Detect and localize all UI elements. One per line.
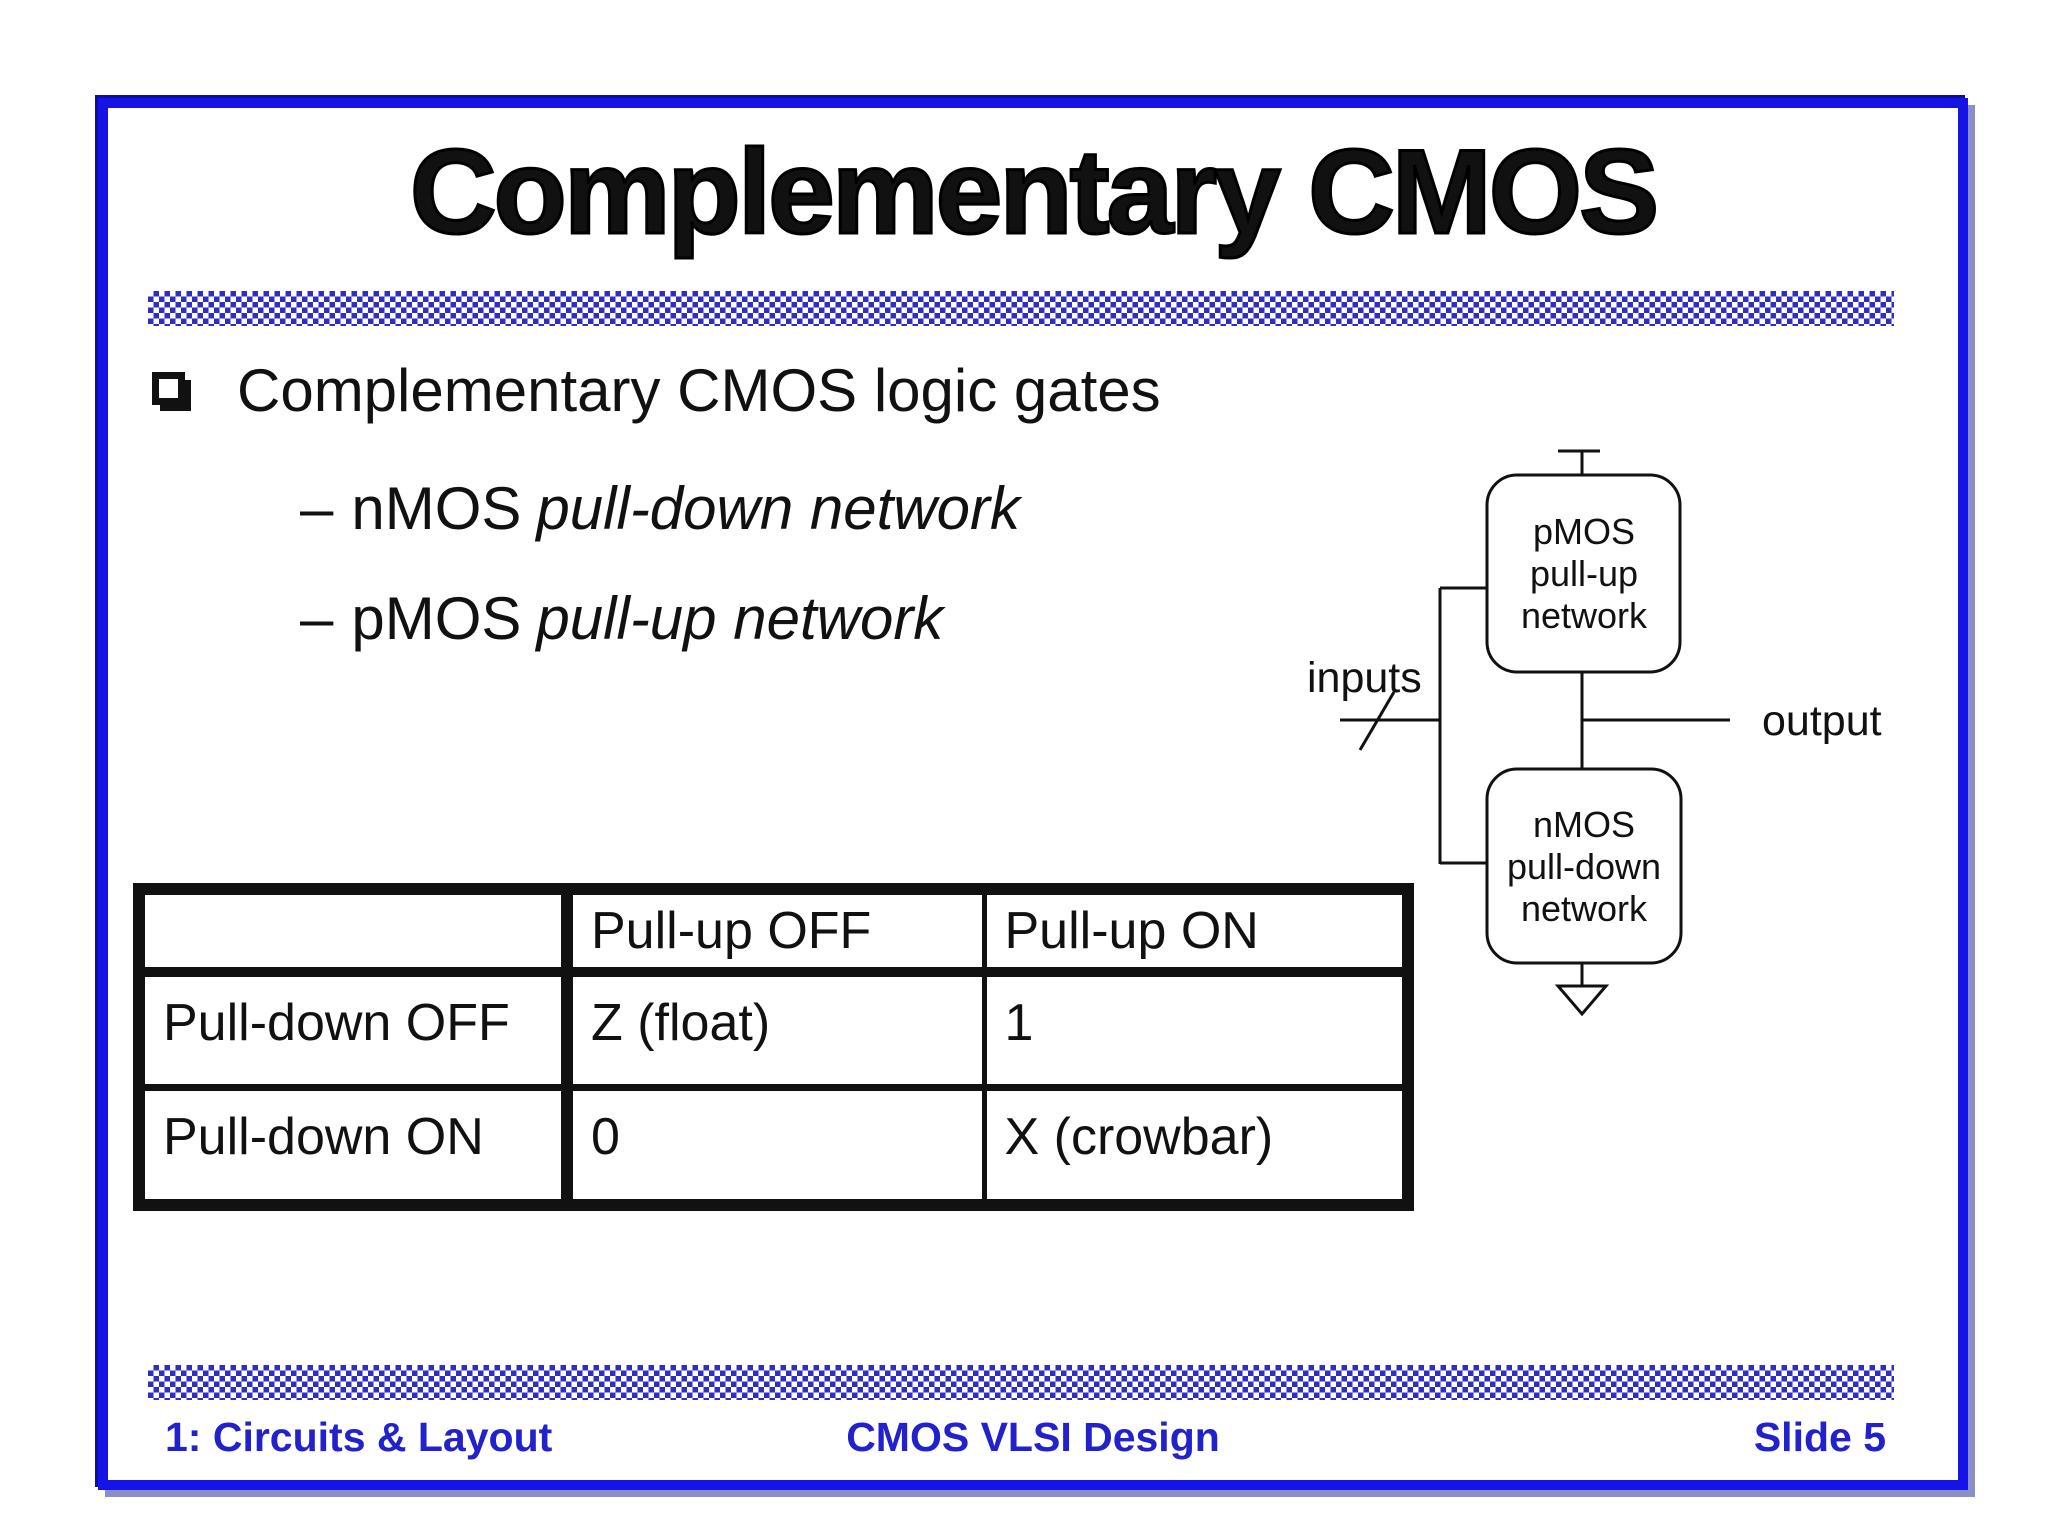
- header-cell-pullup-on: Pull-up ON: [984, 889, 1408, 977]
- pullup-box-label: network: [1521, 595, 1648, 636]
- header-cell-pullup-off: Pull-up OFF: [567, 889, 987, 977]
- pulldown-box-label: pull-down: [1507, 846, 1661, 887]
- cell-z-float: Z (float): [567, 972, 987, 1091]
- pulldown-box-label: network: [1521, 888, 1648, 929]
- cell-x-crowbar: X (crowbar): [1004, 1107, 1274, 1166]
- table-header-row: Pull-up OFF Pull-up ON: [139, 889, 1408, 977]
- output-label: output: [1762, 697, 1882, 745]
- row-label-pulldown-on: Pull-down ON: [139, 1087, 573, 1205]
- header-cell-empty: [139, 889, 573, 977]
- cell-zero: 0: [567, 1087, 987, 1205]
- bus-slash-icon: [1358, 691, 1396, 751]
- row-label-pulldown-off: Pull-down OFF: [139, 972, 573, 1091]
- dash-bullet-icon: –: [300, 475, 334, 542]
- footer-section-title: 1: Circuits & Layout: [165, 1414, 553, 1460]
- bullet-nmos-italic: pull-down network: [536, 475, 1020, 542]
- footer-divider-bar: [148, 1365, 1894, 1400]
- slide-title: Complementary CMOS: [408, 124, 1660, 261]
- bullet-pmos-italic: pull-up network: [536, 585, 944, 652]
- pulldown-network-box: [1485, 767, 1683, 965]
- pullup-pulldown-truth-table: Pull-up OFF Pull-up ON Pull-down OFF Z (…: [133, 883, 1414, 1211]
- inputs-label: inputs: [1307, 654, 1422, 702]
- pulldown-box-label: nMOS: [1533, 804, 1635, 845]
- table-row: Pull-down OFF Z (float) 1: [139, 972, 1408, 1091]
- slide-frame: Complementary CMOS Complementary CMOS lo…: [98, 98, 1968, 1490]
- title-divider-bar: [148, 291, 1894, 326]
- table-row: Pull-down ON 0 X (crowbar): [139, 1087, 1408, 1205]
- pullup-box-label: pMOS: [1533, 511, 1635, 552]
- footer-course-title: CMOS VLSI Design: [846, 1414, 1220, 1460]
- vdd-symbol-icon: [1558, 449, 1600, 475]
- dash-bullet-icon: –: [300, 585, 334, 652]
- bullet-item-main: Complementary CMOS logic gates: [152, 356, 1161, 425]
- ground-symbol-icon: [1554, 963, 1610, 1017]
- bullet-main-text: Complementary CMOS logic gates: [237, 357, 1161, 424]
- cmos-gate-diagram: pMOS pull-up network nMOS pull-down netw…: [1307, 449, 1882, 1017]
- pullup-box-label: pull-up: [1530, 553, 1638, 594]
- bullet-nmos-name: nMOS: [351, 475, 522, 542]
- square-bullet-icon: [152, 372, 185, 405]
- footer: 1: Circuits & Layout CMOS VLSI Design Sl…: [108, 1414, 1958, 1466]
- footer-slide-number: Slide 5: [1753, 1414, 1886, 1460]
- cell-one: 1: [984, 972, 1408, 1091]
- bullet-pmos-name: pMOS: [351, 585, 522, 652]
